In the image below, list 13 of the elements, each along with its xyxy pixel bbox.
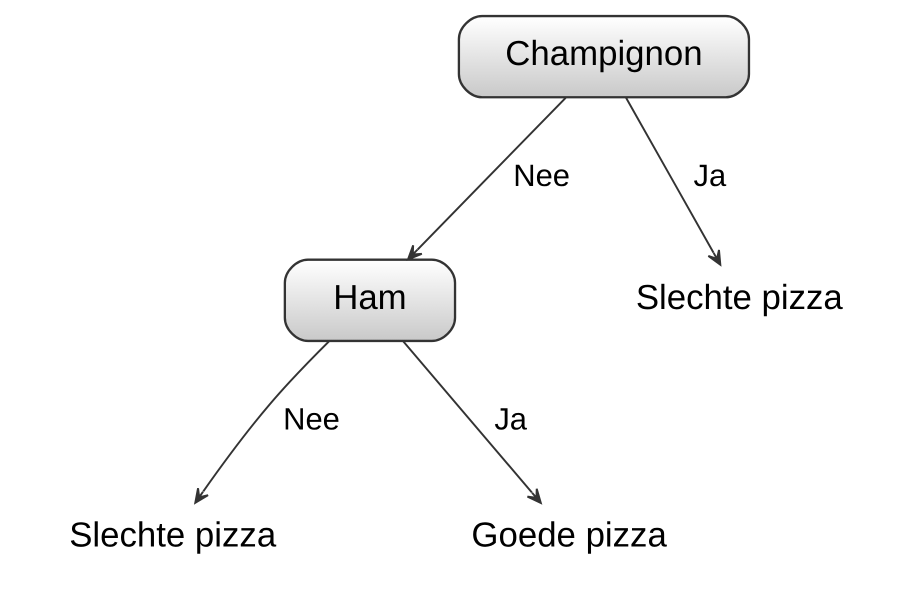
edge-label: Nee bbox=[283, 401, 340, 436]
node-box: Ham bbox=[284, 258, 456, 342]
arrow bbox=[402, 340, 542, 504]
edge-label: Nee bbox=[513, 158, 570, 193]
node-box: Champignon bbox=[458, 14, 750, 98]
arrow bbox=[194, 340, 330, 504]
arrow bbox=[625, 97, 722, 266]
arrow bbox=[407, 96, 567, 260]
edge-label: Ja bbox=[494, 401, 528, 436]
node-text: Goede pizza bbox=[471, 516, 667, 555]
edge-label: Ja bbox=[694, 158, 726, 193]
node-text: Slechte pizza bbox=[69, 516, 276, 555]
node-text: Slechte pizza bbox=[636, 278, 843, 317]
